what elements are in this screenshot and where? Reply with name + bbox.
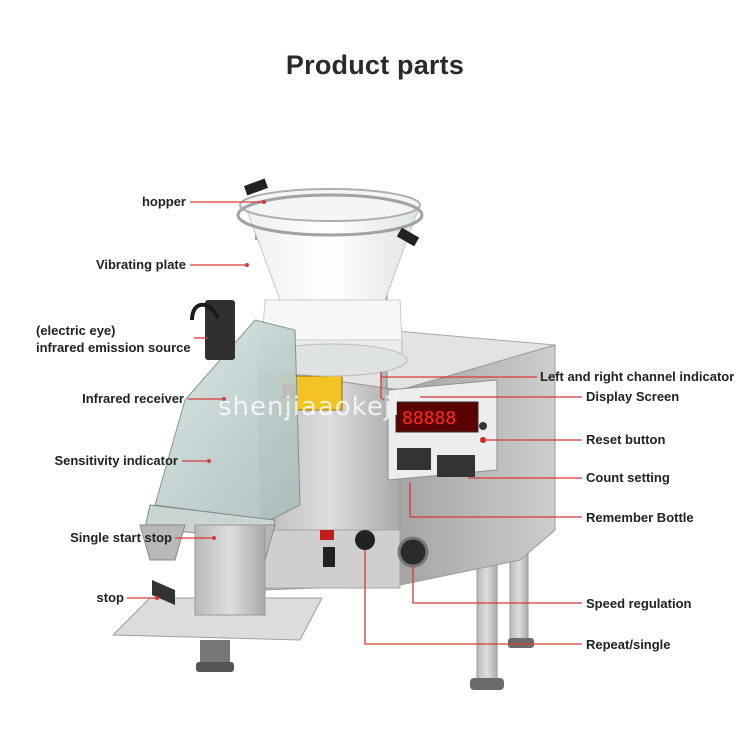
label-single-start-stop: Single start stop	[70, 530, 172, 545]
label-speed-regulation: Speed regulation	[586, 596, 692, 611]
hopper	[236, 178, 424, 377]
label-sensitivity-indicator: Sensitivity indicator	[54, 453, 178, 468]
label-stop: stop	[96, 590, 124, 605]
label-repeat-single: Repeat/single	[586, 637, 671, 652]
discharge-column	[194, 524, 266, 616]
label-electric-eye: (electric eye)	[36, 323, 116, 338]
label-reset-button: Reset button	[586, 432, 666, 447]
control-panel: 88888	[387, 379, 498, 481]
leader-lines	[127, 201, 582, 645]
label-emission-source: infrared emission source	[36, 340, 191, 355]
label-vibrating-plate: Vibrating plate	[95, 257, 186, 272]
page-title: Product parts	[285, 50, 465, 80]
leader-dots	[155, 200, 266, 600]
label-display-screen: Display Screen	[586, 389, 680, 404]
base-plate	[111, 597, 323, 641]
speed-knob	[397, 536, 429, 568]
svg-text:88888: 88888	[402, 408, 456, 429]
label-count-setting: Count setting	[586, 470, 670, 485]
watermark: shenjiaaokeji	[218, 392, 401, 422]
label-infrared-receiver: Infrared receiver	[82, 391, 184, 406]
label-channel-indicator: Left and right channel indicator	[540, 369, 735, 384]
machine-legs	[196, 529, 534, 690]
label-remember-bottle: Remember Bottle	[586, 510, 694, 525]
label-hopper: hopper	[141, 194, 186, 209]
repeat-single-switch	[355, 530, 375, 550]
